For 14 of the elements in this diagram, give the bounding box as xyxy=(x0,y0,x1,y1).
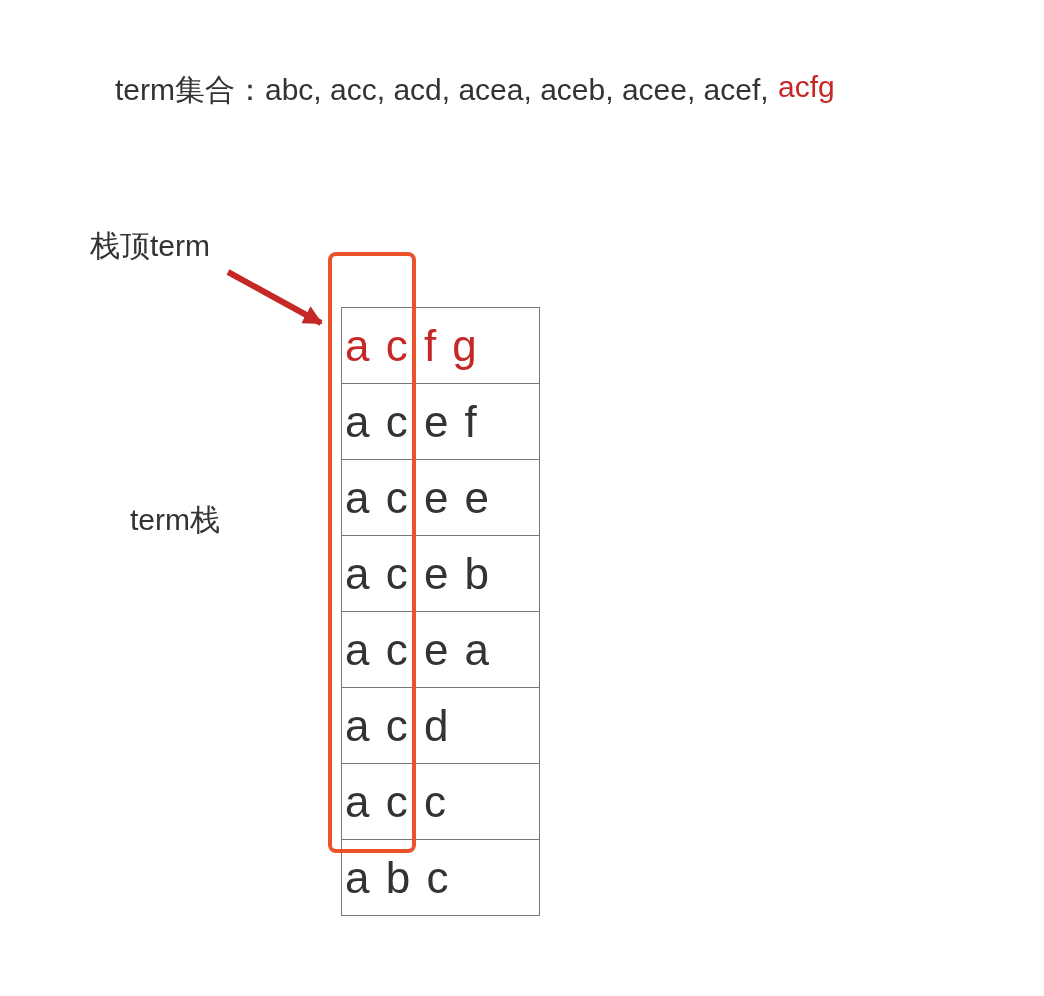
callout-label: 栈顶term xyxy=(90,226,210,267)
highlight-frame xyxy=(328,252,416,853)
stack-label: term栈 xyxy=(130,502,220,538)
stack-cell: a c e e xyxy=(341,459,540,536)
stack-cell: a b c xyxy=(341,839,540,916)
stack-cell: a c c xyxy=(341,763,540,840)
highlighted-term: acfg xyxy=(778,70,835,104)
stack-cell: a c d xyxy=(341,687,540,764)
stack-cell: a c f g xyxy=(341,307,540,384)
title-text: term集合：abc, acc, acd, acea, aceb, acee, acef, xyxy=(115,72,769,108)
arrow xyxy=(226,269,323,326)
stack-cell: a c e b xyxy=(341,535,540,612)
stack-cell: a c e a xyxy=(341,611,540,688)
stack-cell: a c e f xyxy=(341,383,540,460)
